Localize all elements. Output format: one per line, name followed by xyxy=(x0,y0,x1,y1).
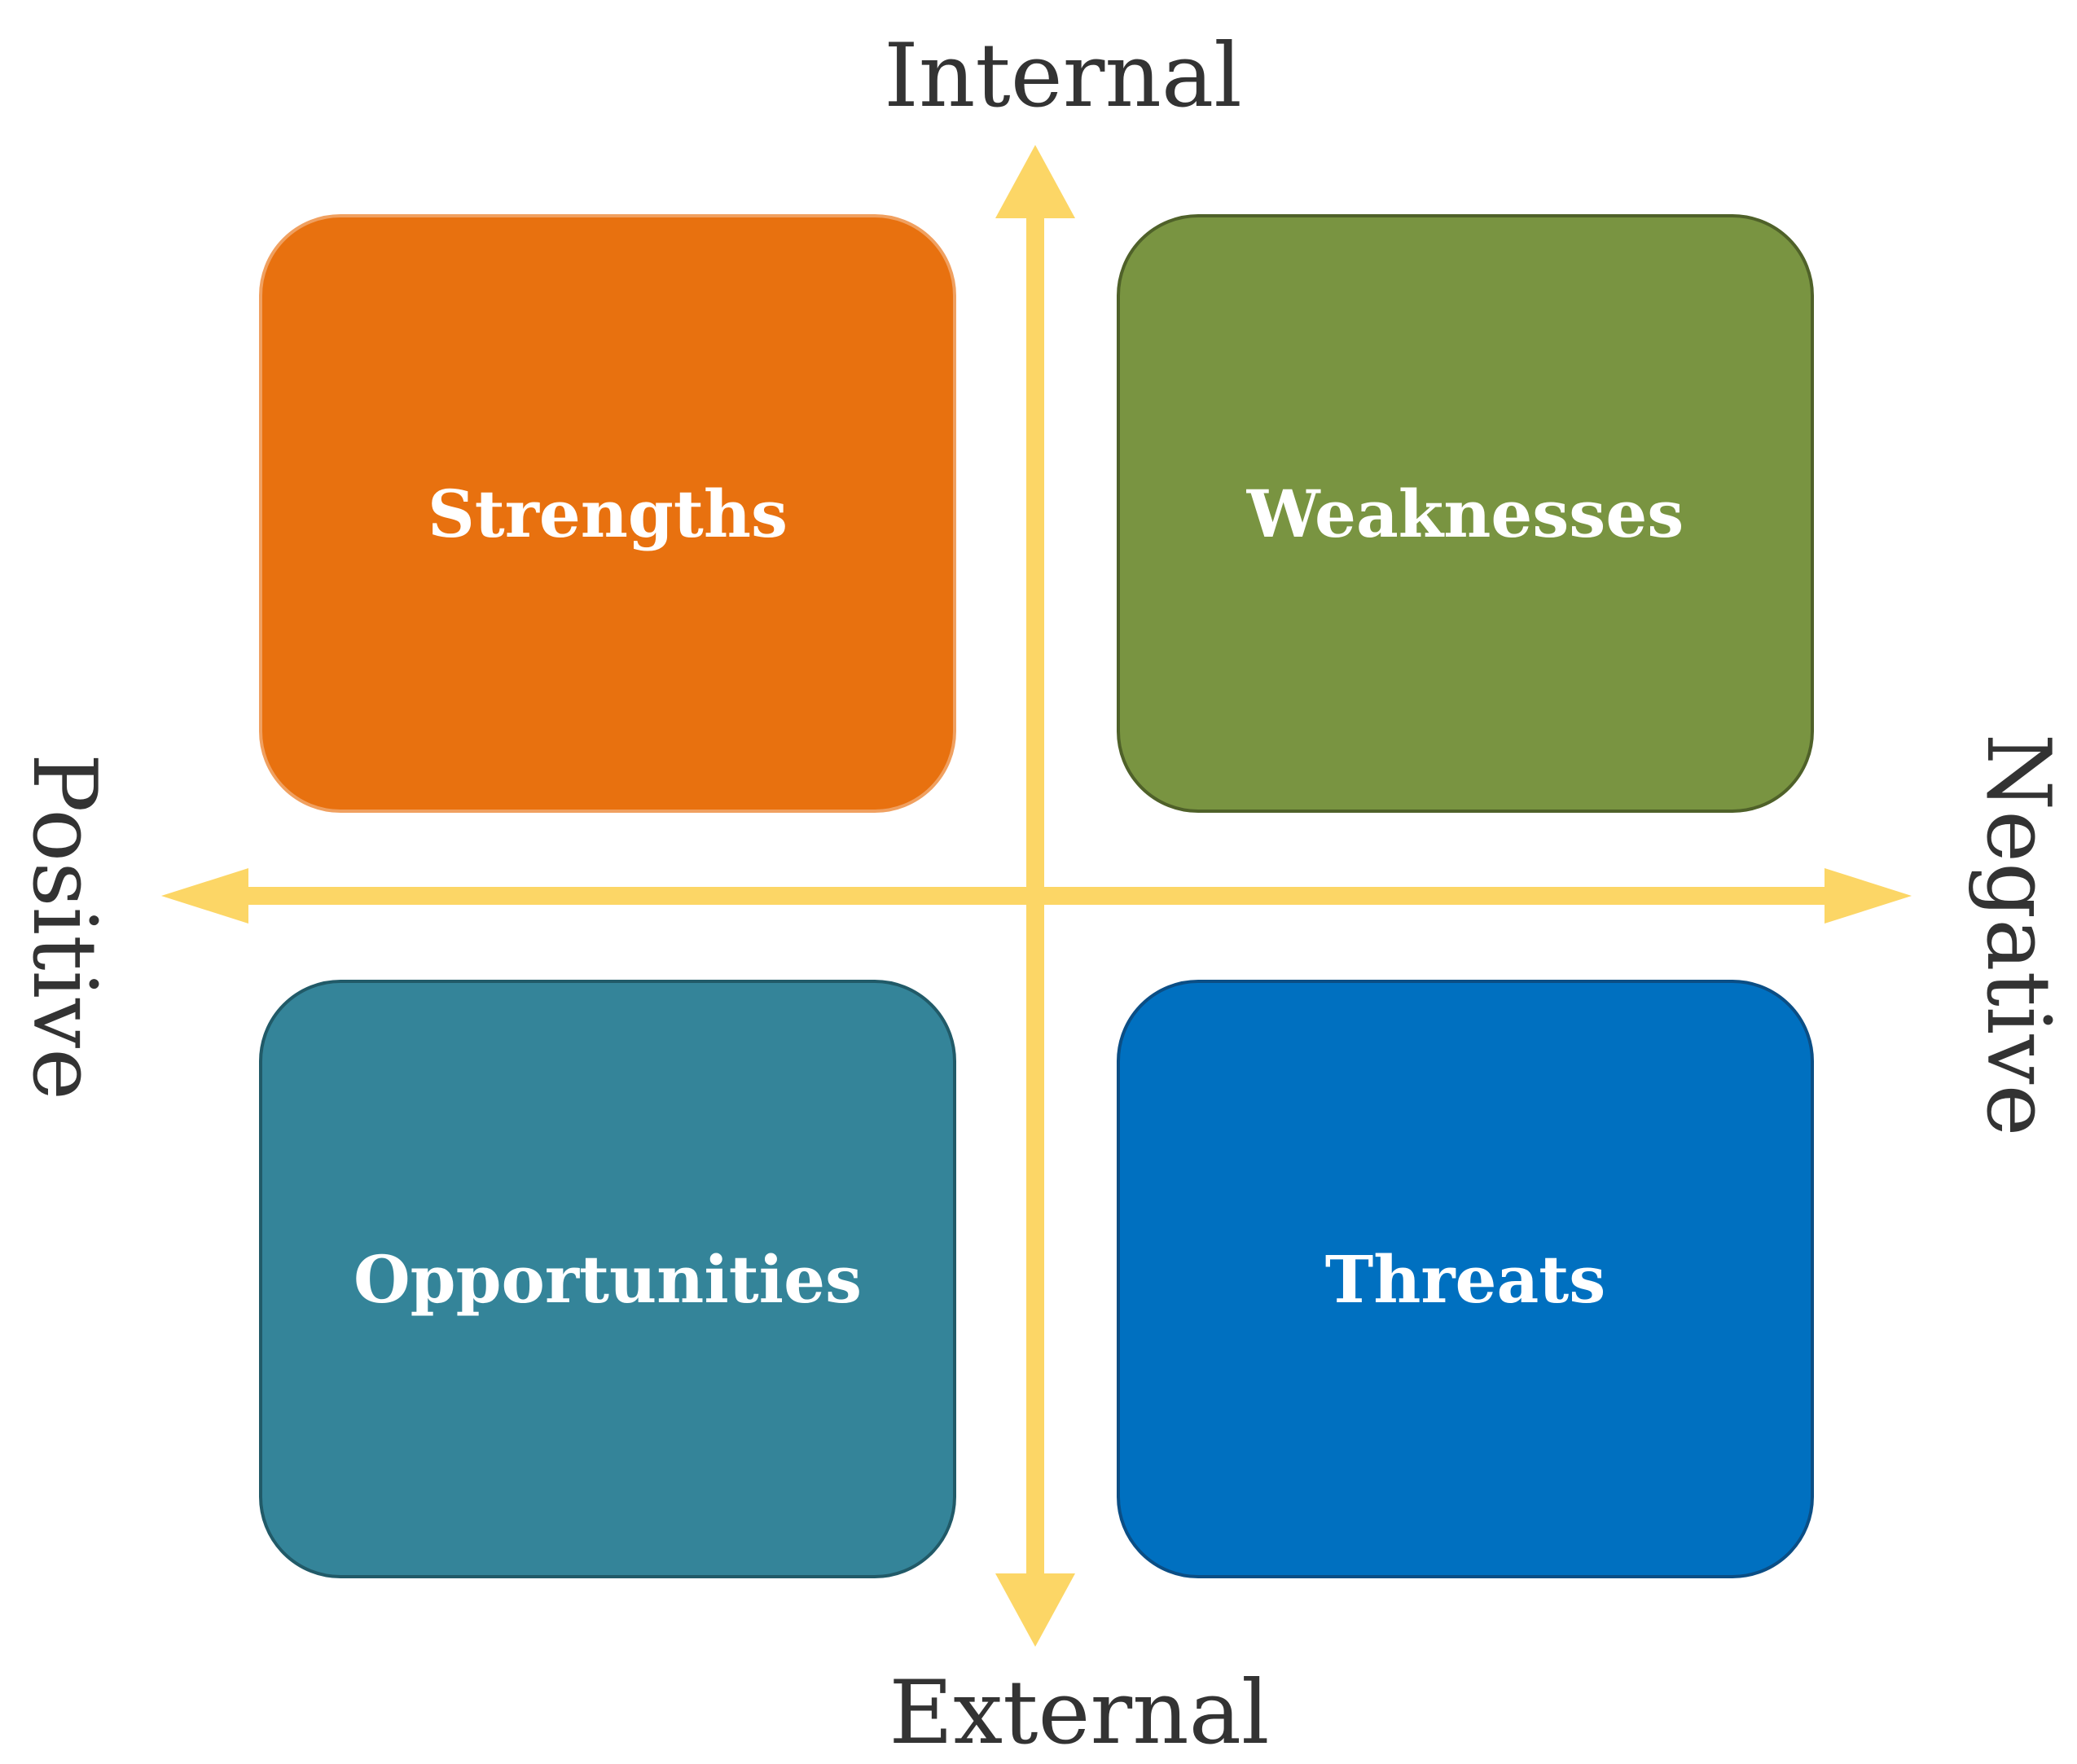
axis-label-positive: Positive xyxy=(13,753,115,1101)
threats-box: Threats xyxy=(1117,980,1814,1578)
arrowhead-right xyxy=(1825,868,1912,924)
axis-label-internal: Internal xyxy=(884,25,1242,127)
weaknesses-label: Weaknesses xyxy=(1246,475,1684,552)
strengths-box: Strengths xyxy=(259,214,956,813)
arrowhead-up xyxy=(995,145,1075,218)
opportunities-box: Opportunities xyxy=(259,980,956,1578)
threats-label: Threats xyxy=(1324,1240,1606,1318)
arrowhead-left xyxy=(161,868,248,924)
weaknesses-box: Weaknesses xyxy=(1117,214,1814,813)
opportunities-label: Opportunities xyxy=(353,1240,863,1318)
axis-label-external: External xyxy=(889,1662,1270,1764)
axis-label-negative: Negative xyxy=(1967,733,2069,1137)
strengths-label: Strengths xyxy=(427,475,788,552)
arrowhead-down xyxy=(995,1573,1075,1647)
